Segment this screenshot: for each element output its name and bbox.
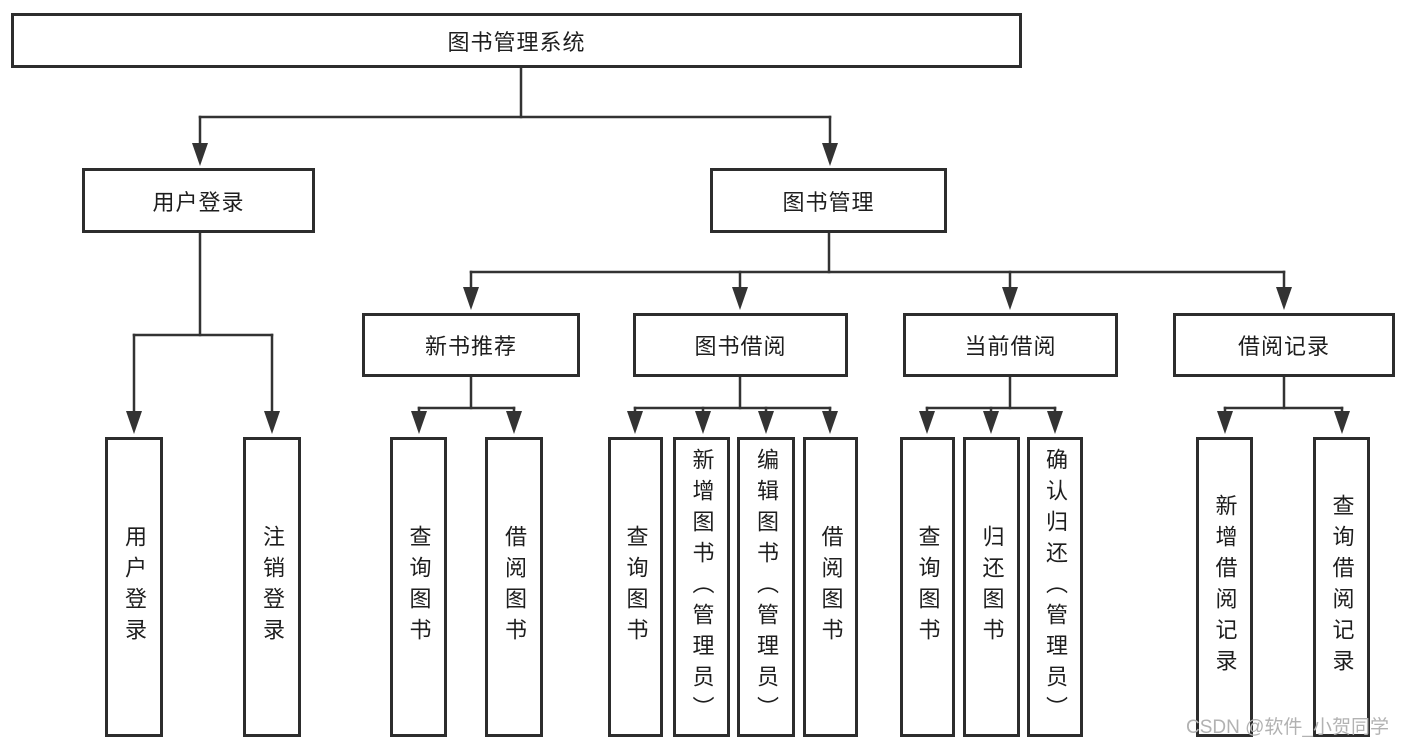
leaf-logout: 注销登录 (243, 437, 301, 737)
leaf-recommend-query-books: 查询图书 (390, 437, 447, 737)
node-borrowing-records: 借阅记录 (1173, 313, 1395, 377)
leaf-current-query-books: 查询图书 (900, 437, 955, 737)
leaf-edit-books-admin: 编辑图书（管理员） (737, 437, 795, 737)
node-book-management: 图书管理 (710, 168, 947, 233)
node-book-borrowing: 图书借阅 (633, 313, 848, 377)
node-new-book-recommendation: 新书推荐 (362, 313, 580, 377)
arrowhead-icons (126, 143, 1350, 434)
node-user-login: 用户登录 (82, 168, 315, 233)
leaf-return-books: 归还图书 (963, 437, 1020, 737)
leaf-confirm-return-admin: 确认归还（管理员） (1027, 437, 1083, 737)
node-current-borrowing: 当前借阅 (903, 313, 1118, 377)
node-library-management-system: 图书管理系统 (11, 13, 1022, 68)
leaf-query-borrow-record: 查询借阅记录 (1313, 437, 1370, 737)
leaf-add-borrow-record: 新增借阅记录 (1196, 437, 1253, 737)
csdn-watermark: CSDN @软件_小贺同学 (1186, 717, 1389, 738)
leaf-add-books-admin: 新增图书（管理员） (673, 437, 730, 737)
leaf-user-login: 用户登录 (105, 437, 163, 737)
leaf-recommend-borrow-books: 借阅图书 (485, 437, 543, 737)
leaf-borrowing-query-books: 查询图书 (608, 437, 663, 737)
leaf-borrow-books: 借阅图书 (803, 437, 858, 737)
